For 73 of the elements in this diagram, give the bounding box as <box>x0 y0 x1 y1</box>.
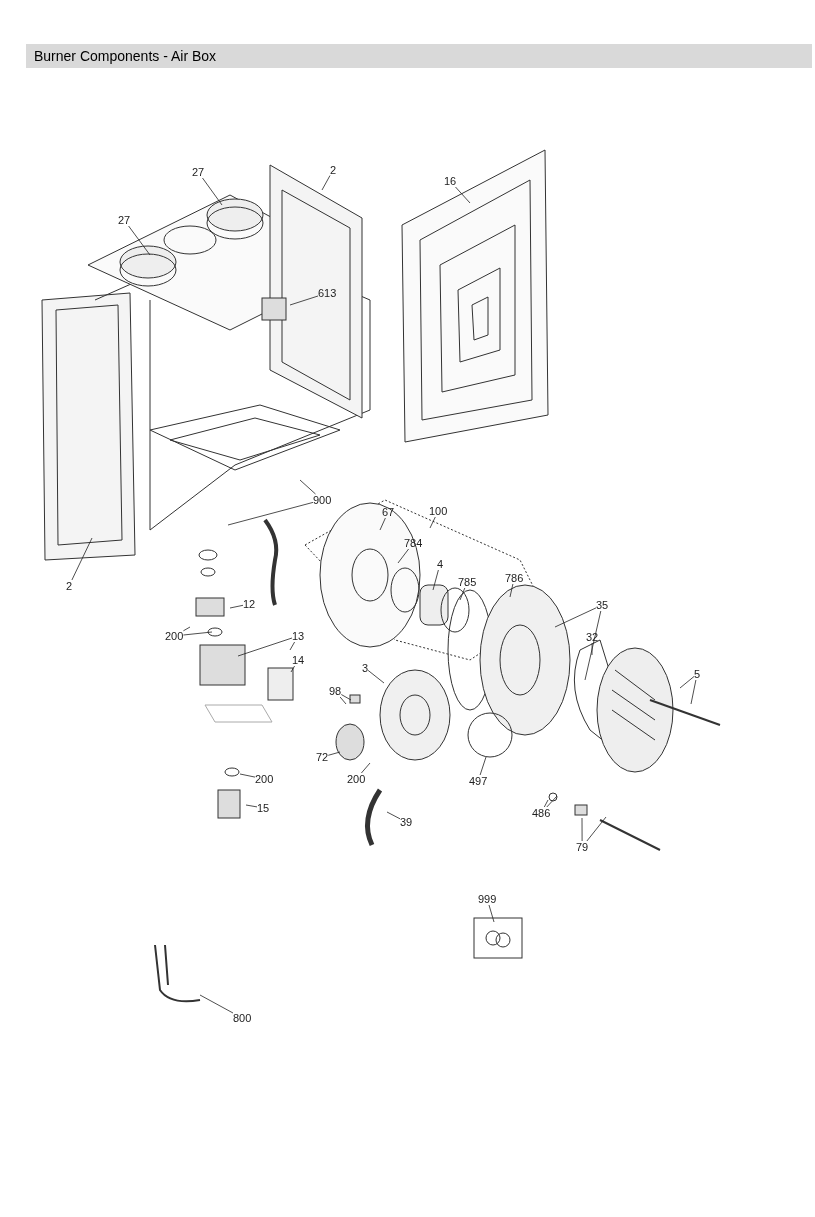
callout-number: 100 <box>429 505 448 517</box>
callout-number: 999 <box>478 893 497 905</box>
callout-number: 785 <box>458 576 477 588</box>
leader-line <box>239 773 256 778</box>
leader-line <box>245 804 258 808</box>
callout-number: 14 <box>292 654 305 666</box>
callout-number: 67 <box>382 506 395 518</box>
leader-line <box>479 756 487 776</box>
leader-line <box>340 694 352 701</box>
callout-number: 27 <box>118 214 131 226</box>
callout-number: 200 <box>255 773 274 785</box>
callout-number: 35 <box>596 599 609 611</box>
leader-line <box>581 817 583 842</box>
leader-line <box>397 548 409 564</box>
callout-number: 15 <box>257 802 270 814</box>
leader-line <box>432 569 439 591</box>
leader-line <box>584 610 602 681</box>
callout-number: 98 <box>329 685 342 697</box>
callout-number: 13 <box>292 630 305 642</box>
callout-number: 800 <box>233 1012 252 1024</box>
leader-line <box>455 186 471 204</box>
callout-number: 200 <box>165 630 184 642</box>
leader-line <box>202 177 223 206</box>
callout-number: 784 <box>404 537 423 549</box>
leader-line <box>237 637 293 657</box>
leader-line <box>321 175 331 191</box>
callout-number: 16 <box>444 175 457 187</box>
callout-number: 486 <box>532 807 551 819</box>
leader-line <box>429 516 436 529</box>
leader-line <box>327 751 341 756</box>
leader-line <box>183 631 213 636</box>
leader-line <box>509 583 514 598</box>
leader-line <box>543 799 549 808</box>
leader-line <box>367 670 385 684</box>
callout-number: 497 <box>469 775 488 787</box>
callout-number: 2 <box>330 164 337 176</box>
callout-number: 613 <box>318 287 337 299</box>
callout-number: 27 <box>192 166 205 178</box>
leader-line <box>229 604 244 609</box>
leader-line <box>386 811 401 820</box>
leader-line <box>459 587 466 601</box>
callout-number: 5 <box>694 668 701 680</box>
leader-line <box>361 762 371 774</box>
leader-line <box>128 225 151 256</box>
leader-line <box>586 816 607 842</box>
leader-line <box>591 642 593 656</box>
callout-number: 3 <box>362 662 369 674</box>
callout-number: 200 <box>347 773 366 785</box>
callout-number: 39 <box>400 816 413 828</box>
title-bar: Burner Components - Air Box <box>26 44 812 68</box>
leader-line <box>339 696 347 705</box>
leader-line <box>199 994 234 1014</box>
leader-line <box>299 479 316 495</box>
leader-line <box>379 517 386 531</box>
leader-line <box>227 502 314 526</box>
leader-line <box>71 537 93 581</box>
callout-number: 900 <box>313 494 332 506</box>
callout-number: 32 <box>586 631 599 643</box>
callout-number: 72 <box>316 751 329 763</box>
leader-line <box>183 626 191 632</box>
callout-number: 786 <box>505 572 524 584</box>
leader-line <box>679 676 695 689</box>
leader-line <box>690 679 697 705</box>
leader-line <box>289 295 319 306</box>
callout-number: 2 <box>66 580 73 592</box>
leader-line <box>289 641 295 651</box>
leader-line <box>290 665 295 673</box>
callout-number: 79 <box>576 841 589 853</box>
leader-line <box>546 795 558 808</box>
leader-line <box>488 904 495 923</box>
callout-number: 12 <box>243 598 256 610</box>
callout-number: 4 <box>437 558 444 570</box>
leader-line <box>554 607 597 628</box>
